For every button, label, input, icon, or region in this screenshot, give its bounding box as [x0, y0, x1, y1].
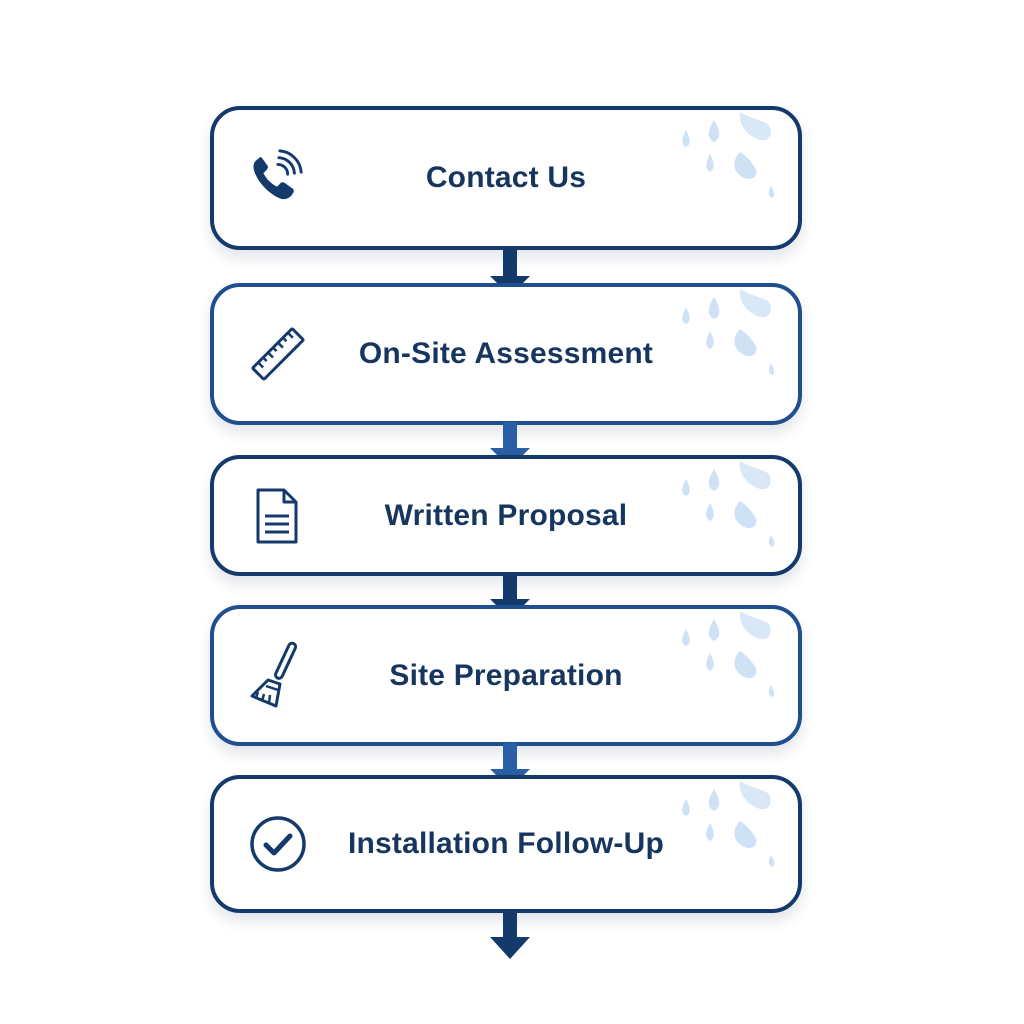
step-label: On-Site Assessment	[358, 337, 654, 370]
flow-arrow-end	[490, 911, 530, 959]
water-droplets-icon	[682, 781, 775, 867]
water-droplets-icon	[682, 112, 775, 198]
step-label: Site Preparation	[389, 658, 623, 692]
broom-icon	[246, 641, 310, 708]
water-droplets-icon	[682, 461, 775, 547]
step-label: Installation Follow-Up	[347, 827, 665, 860]
step-installation-follow-up: Installation Follow-Up	[210, 775, 802, 913]
step-written-proposal: Written Proposal	[210, 455, 802, 576]
step-label: Contact Us	[425, 161, 587, 194]
document-icon	[246, 484, 310, 548]
step-on-site-assessment: On-Site Assessment	[210, 283, 802, 425]
step-contact-us: Contact Us	[210, 106, 802, 250]
check-circle-icon	[246, 812, 310, 876]
ruler-icon	[246, 322, 310, 386]
water-droplets-icon	[682, 611, 775, 697]
step-site-preparation: Site Preparation	[210, 605, 802, 746]
step-label: Written Proposal	[384, 498, 628, 532]
water-droplets-icon	[682, 289, 775, 375]
phone-icon	[244, 146, 308, 210]
